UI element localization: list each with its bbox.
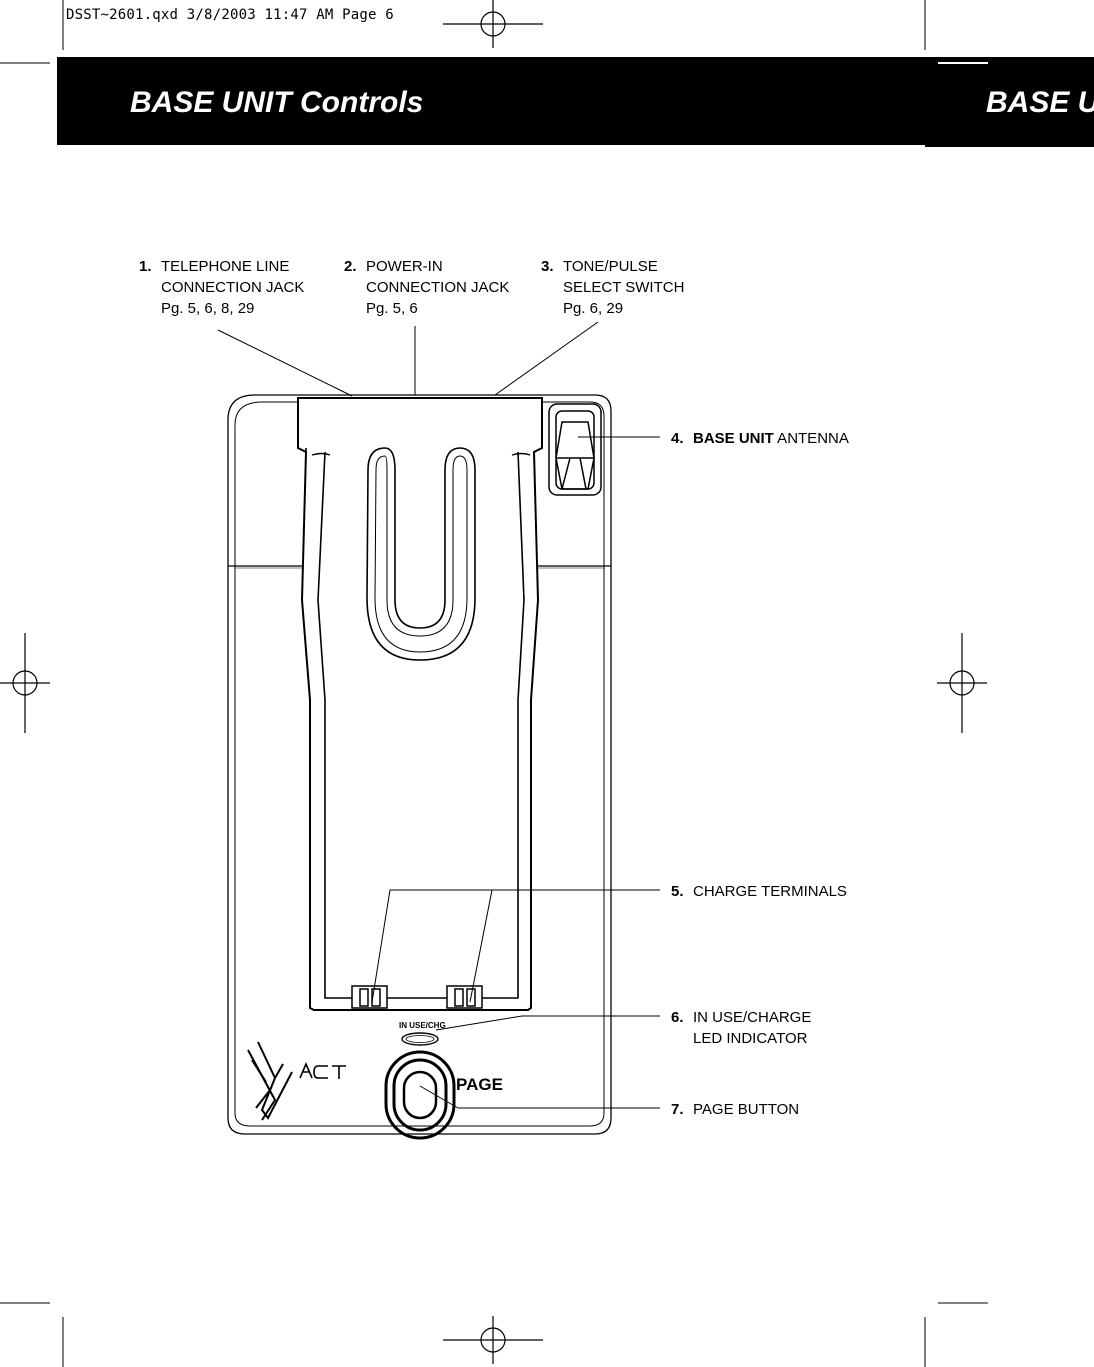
xact-logo-icon (247, 1041, 346, 1121)
callout-text: SELECT SWITCH (563, 279, 685, 296)
callout-charge-terminals: 5. CHARGE TERMINALS (671, 881, 847, 902)
base-unit-antenna (548, 403, 602, 496)
callout-number: 4. (671, 430, 684, 447)
header-bar (57, 57, 925, 145)
callout-in-use-charge-led: 6. IN USE/CHARGE LED INDICATOR (671, 1007, 811, 1049)
registration-mark-icon (443, 0, 543, 48)
in-use-charge-led-icon (401, 1032, 439, 1046)
header-bar-right (925, 57, 1094, 147)
leader-lines (217, 321, 660, 1109)
callout-text: LED INDICATOR (693, 1030, 808, 1047)
callout-number: 1. (139, 258, 152, 275)
callout-text: BASE UNIT (693, 430, 774, 447)
callout-tone-pulse-switch: 3. TONE/PULSE SELECT SWITCH Pg. 6, 29 (541, 256, 684, 319)
callout-base-unit-antenna: 4. BASE UNIT ANTENNA (671, 428, 849, 449)
callout-text: IN USE/CHARGE (693, 1009, 812, 1026)
callout-text: ANTENNA (773, 430, 849, 447)
callout-page-ref: Pg. 5, 6, 8, 29 (161, 300, 255, 317)
callout-number: 5. (671, 883, 684, 900)
handset-cradle (297, 397, 543, 1011)
callout-page-button: 7. PAGE BUTTON (671, 1099, 799, 1120)
led-label: IN USE/CHG (399, 1021, 446, 1030)
callout-text: POWER-IN (366, 258, 443, 275)
registration-mark-icon (937, 633, 987, 733)
callout-page-ref: Pg. 6, 29 (563, 300, 624, 317)
callout-power-in-jack: 2. POWER-IN CONNECTION JACK Pg. 5, 6 (344, 256, 509, 319)
callout-number: 7. (671, 1101, 684, 1118)
callout-text: PAGE BUTTON (693, 1101, 800, 1118)
callout-text: CONNECTION JACK (161, 279, 305, 296)
registration-mark-icon (0, 633, 50, 733)
page-title: BASE UNIT Controls (130, 86, 424, 119)
callout-number: 3. (541, 258, 554, 275)
callout-number: 2. (344, 258, 357, 275)
page-button-icon (384, 1050, 456, 1140)
registration-mark-icon (443, 1316, 543, 1364)
callout-text: CONNECTION JACK (366, 279, 510, 296)
header-notch (938, 62, 988, 64)
callout-number: 6. (671, 1009, 684, 1026)
page-title-continued: BASE UI (986, 86, 1094, 119)
callout-telephone-line-jack: 1. TELEPHONE LINE CONNECTION JACK Pg. 5, … (139, 256, 304, 319)
callout-page-ref: Pg. 5, 6 (366, 300, 418, 317)
file-slug: DSST~2601.qxd 3/8/2003 11:47 AM Page 6 (66, 7, 394, 23)
callout-text: CHARGE TERMINALS (693, 883, 847, 900)
callout-text: TONE/PULSE (563, 258, 658, 275)
page-button-label: PAGE (456, 1075, 503, 1094)
callout-text: TELEPHONE LINE (161, 258, 290, 275)
